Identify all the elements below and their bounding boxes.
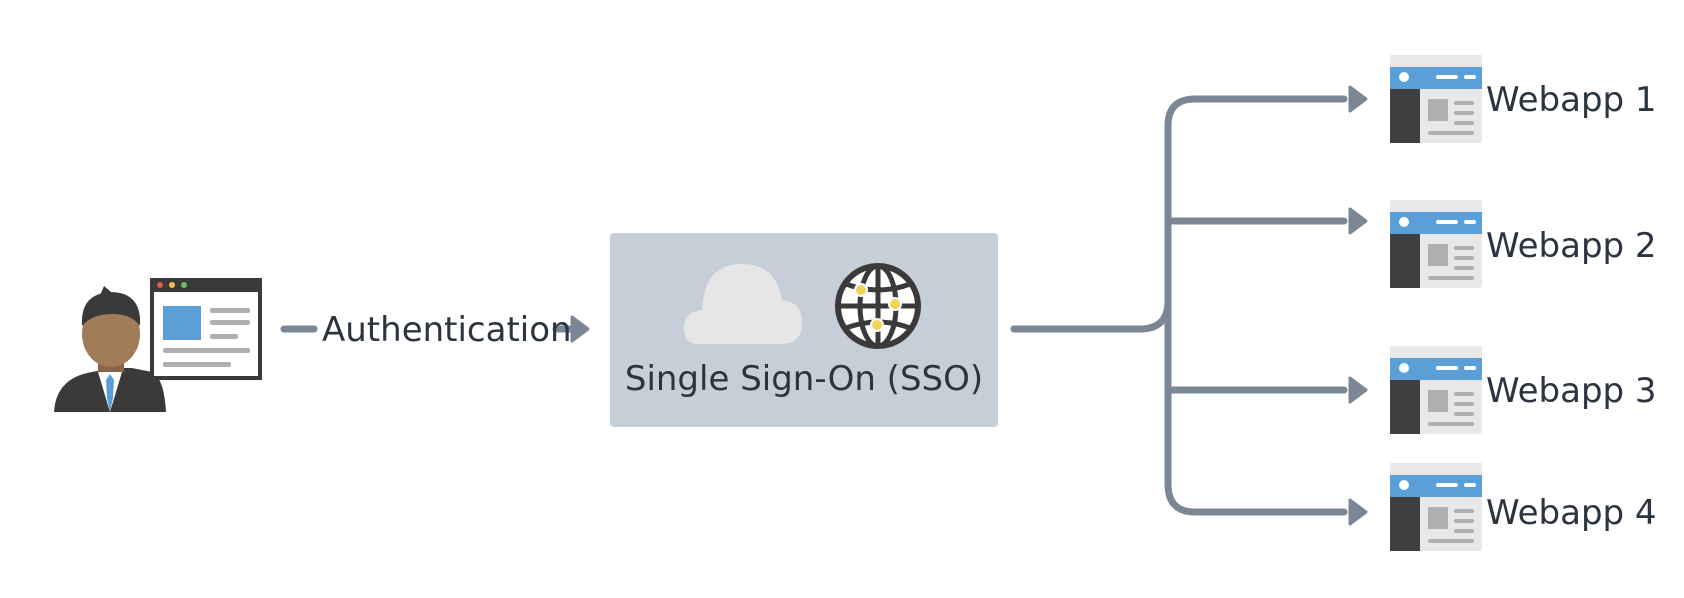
arrow-webapp-3: [1348, 376, 1368, 404]
webapp-node-4: Webapp 4: [1390, 463, 1657, 551]
webapp-label: Webapp 1: [1486, 80, 1657, 120]
connector-arrowheads: [1348, 85, 1368, 526]
globe-network-icon: [835, 263, 921, 349]
webapp-label: Webapp 4: [1486, 493, 1657, 533]
web-page-icon: [1390, 463, 1482, 551]
web-page-icon: [1390, 346, 1482, 434]
webapp-node-2: Webapp 2: [1390, 200, 1657, 288]
fan-out-connectors: [1010, 95, 1348, 516]
webapp-node-1: Webapp 1: [1390, 55, 1657, 143]
user-with-browser-icon: [54, 278, 262, 412]
arrow-webapp-1: [1348, 85, 1368, 113]
arrow-webapp-2: [1348, 207, 1368, 235]
authentication-connector: [280, 315, 590, 343]
cloud-icon: [684, 264, 802, 344]
authentication-label: Authentication: [322, 310, 572, 350]
sso-label: Single Sign-On (SSO): [625, 359, 983, 399]
webapp-label: Webapp 3: [1486, 371, 1657, 411]
web-page-icon: [1390, 55, 1482, 143]
webapp-label: Webapp 2: [1486, 226, 1657, 266]
webapp-node-3: Webapp 3: [1390, 346, 1657, 434]
web-page-icon: [1390, 200, 1482, 288]
arrow-webapp-4: [1348, 498, 1368, 526]
